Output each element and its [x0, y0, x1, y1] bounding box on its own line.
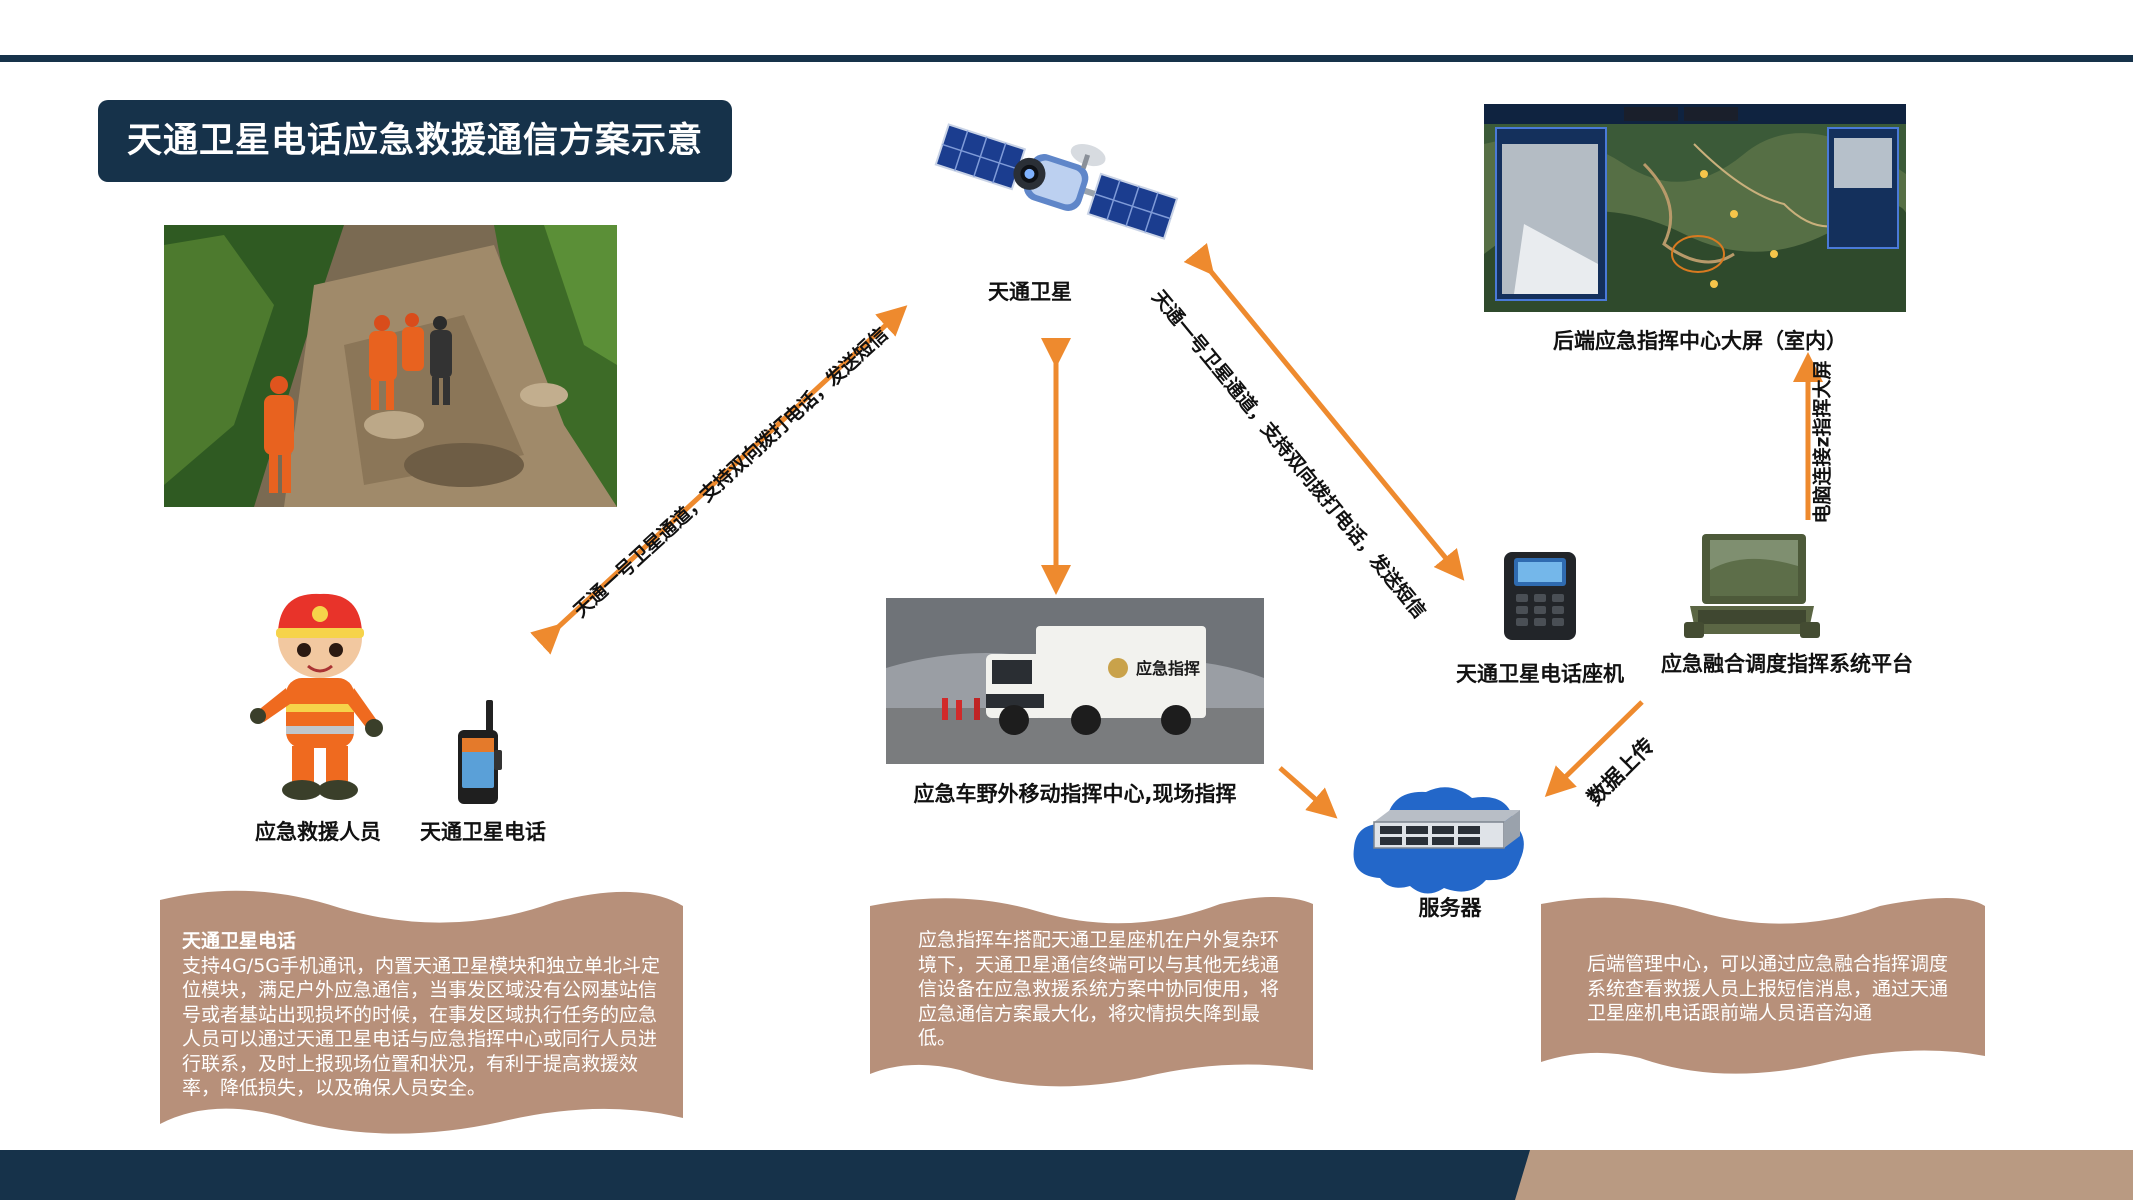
left-panel-heading: 天通卫星电话 [182, 930, 297, 952]
rescue-scene-photo [164, 225, 617, 507]
left-panel-text: 天通卫星电话 支持4G/5G手机通讯，内置天通卫星模块和独立单北斗定位模块，满足… [182, 929, 670, 1101]
vehicle-sign-text: 应急指挥 [1136, 659, 1200, 678]
arrow-platform-server [1544, 700, 1644, 797]
satellite-icon [925, 120, 1180, 265]
command-screen-label: 后端应急指挥中心大屏（室内） [1553, 329, 1847, 353]
top-rule [0, 55, 2133, 62]
rugged-laptop-icon [1684, 530, 1820, 642]
sat-phone-label: 天通卫星电话 [420, 820, 546, 844]
page-title: 天通卫星电话应急救援通信方案示意 [98, 100, 732, 182]
arrow-rescuer-satellite [530, 305, 908, 655]
desk-phone-label: 天通卫星电话座机 [1456, 662, 1624, 686]
sat-phone-icon [450, 700, 506, 806]
middle-panel-shape [870, 897, 1313, 1087]
server-icon [1370, 808, 1524, 850]
desk-phone-icon [1500, 550, 1580, 642]
rescuer-mascot-icon [250, 592, 390, 802]
satellite-label: 天通卫星 [988, 280, 1072, 304]
left-panel-body: 支持4G/5G手机通讯，内置天通卫星模块和独立单北斗定位模块，满足户外应急通信，… [182, 954, 661, 1100]
server-label: 服务器 [1418, 896, 1482, 920]
vehicle-label: 应急车野外移动指挥中心,现场指挥 [913, 782, 1237, 806]
rescuer-label: 应急救援人员 [255, 820, 381, 844]
command-screen-image [1484, 104, 1906, 312]
footer-accent [1515, 1150, 2133, 1200]
platform-label: 应急融合调度指挥系统平台 [1661, 652, 1913, 676]
command-vehicle-photo: 应急指挥 [886, 598, 1264, 764]
right-panel-text: 后端管理中心，可以通过应急融合指挥调度系统查看救援人员上报短信消息，通过天通卫星… [1587, 953, 1949, 1024]
left-panel-shape [160, 890, 683, 1134]
middle-panel-text: 应急指挥车搭配天通卫星座机在户外复杂环境下，天通卫星通信终端可以与其他无线通信设… [918, 929, 1280, 1049]
arrow-satellite-deskphone [1183, 243, 1465, 581]
right-panel-shape [1541, 897, 1985, 1074]
arrow-vehicle-server [1278, 766, 1338, 819]
